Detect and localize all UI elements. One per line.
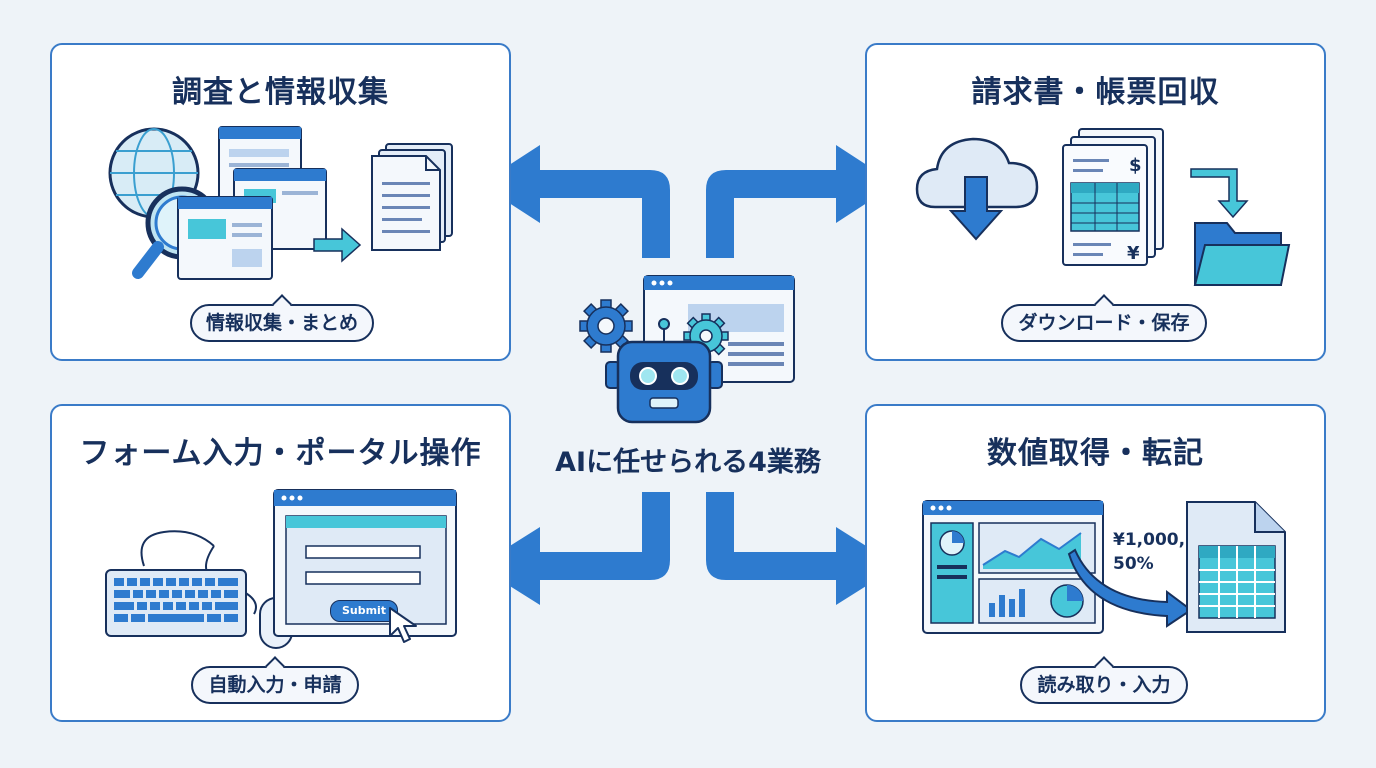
pill-tail [1094, 656, 1114, 676]
card-title-form: フォーム入力・ポータル操作 [79, 436, 482, 471]
caption-form: 自動入力・申請 [191, 656, 359, 704]
dollar-icon: $ [1129, 155, 1142, 176]
caption-invoice-text: ダウンロード・保存 [1018, 312, 1190, 334]
form-window-icon [273, 489, 457, 637]
keyboard-mouse-icon [105, 530, 293, 649]
pill-tail [1094, 294, 1114, 314]
values-line2: 50% [1113, 554, 1154, 574]
browser-windows-icon [177, 126, 362, 280]
card-title-data: 数値取得・転記 [987, 436, 1204, 471]
caption-research: 情報収集・まとめ [190, 294, 374, 342]
card-title-research: 調査と情報収集 [172, 75, 389, 110]
card-title-invoice: 請求書・帳票回収 [971, 75, 1220, 110]
card-data: 数値取得・転記 ¥1,000, 50% [865, 404, 1326, 722]
pill-tail [272, 294, 292, 314]
cursor-pointer-icon [389, 607, 417, 643]
center-title: AIに任せられる4業務 [555, 447, 821, 478]
card-form: フォーム入力・ポータル操作 Submit 自動入力・申請 [50, 404, 511, 722]
values-readout: ¥1,000, 50% [1113, 528, 1185, 576]
pill-tail [265, 656, 285, 676]
arrow-to-form [478, 492, 670, 605]
arrow-to-research [480, 145, 670, 258]
folder-arrow-icon [1190, 168, 1291, 286]
arrow-to-invoice [706, 145, 896, 258]
dashboard-window-icon [922, 500, 1104, 634]
gears-window-robot-illustration [579, 275, 795, 424]
invoice-stack-icon: $ ¥ [1062, 128, 1164, 266]
yen-icon: ¥ [1127, 243, 1140, 264]
submit-button[interactable]: Submit [330, 600, 398, 622]
caption-invoice: ダウンロード・保存 [1001, 294, 1207, 342]
caption-form-text: 自動入力・申請 [208, 674, 342, 696]
arrow-to-data [706, 492, 898, 605]
robot-icon [605, 318, 723, 424]
caption-data: 読み取り・入力 [1020, 656, 1188, 704]
transfer-arrow-icon [1067, 548, 1193, 628]
caption-data-text: 読み取り・入力 [1037, 674, 1171, 696]
caption-research-text: 情報収集・まとめ [206, 312, 359, 334]
cloud-download-icon [915, 137, 1039, 241]
card-invoice: 請求書・帳票回収 $ ¥ ダウンロード・保存 [865, 43, 1326, 361]
card-research: 調査と情報収集 [50, 43, 511, 361]
spreadsheet-file-icon [1186, 501, 1286, 633]
documents-stack-icon [371, 143, 453, 251]
values-line1: ¥1,000, [1113, 530, 1186, 550]
